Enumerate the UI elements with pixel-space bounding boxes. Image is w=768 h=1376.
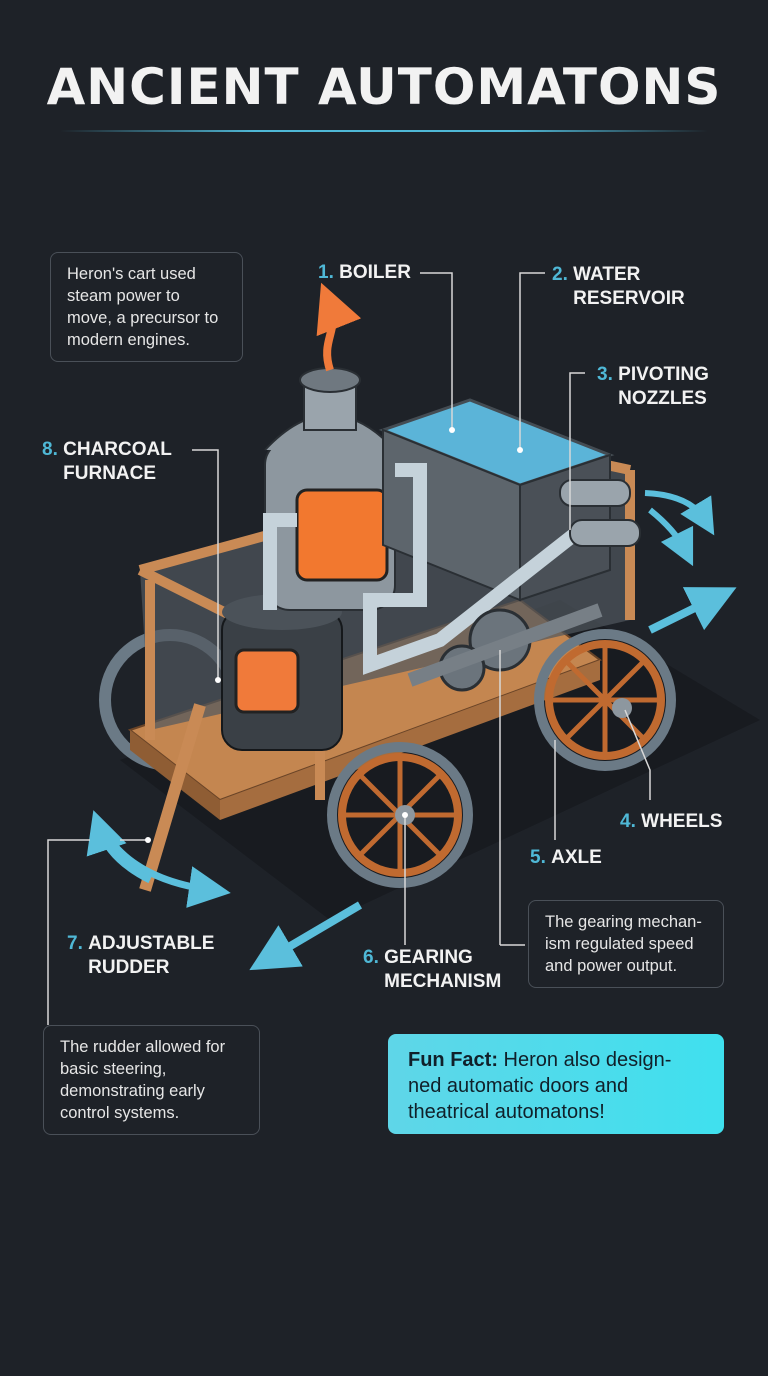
note-gearing: The gearing mechan- ism regulated speed …	[528, 900, 724, 988]
furnace-fire	[234, 648, 300, 714]
title-divider	[60, 130, 708, 132]
pivoting-nozzle	[569, 519, 641, 547]
motion-arrow	[648, 587, 737, 634]
label-wheels: 4. WHEELS	[620, 811, 723, 832]
label-pivoting-nozzles: 3. PIVOTING NOZZLES	[597, 364, 709, 409]
motion-arrow	[249, 901, 363, 971]
thrust-arrow	[644, 490, 715, 536]
steam-arrow	[316, 282, 362, 372]
label-boiler: 1. BOILER	[318, 262, 411, 283]
axle	[407, 603, 603, 687]
label-adjustable-rudder: 7. ADJUSTABLE RUDDER	[67, 933, 215, 978]
front-right-wheel	[327, 742, 473, 888]
label-charcoal-furnace: 8. CHARCOAL FURNACE	[42, 439, 172, 484]
leader-lines	[47, 272, 651, 1025]
pivoting-nozzle	[559, 479, 631, 507]
fun-fact-lead: Fun Fact:	[408, 1049, 498, 1071]
note-rudder: The rudder allowed for basic steering, d…	[43, 1025, 260, 1135]
page-title: ANCIENT AUTOMATONS	[46, 58, 722, 116]
rudder	[139, 703, 206, 892]
label-gearing-mechanism: 6. GEARING MECHANISM	[363, 947, 502, 992]
fun-fact-box: Fun Fact: Heron also design-ned automati…	[388, 1034, 724, 1134]
note-steam-power: Heron's cart used steam power to move, a…	[50, 252, 243, 362]
fun-fact-text: Heron also design-ned automatic doors an…	[408, 1049, 672, 1123]
rear-right-wheel	[534, 629, 676, 771]
boiler-fire-window	[295, 488, 389, 582]
label-water-reservoir: 2. WATER RESERVOIR	[552, 264, 685, 309]
steam-pipe	[363, 463, 585, 675]
label-axle: 5. AXLE	[530, 847, 602, 868]
